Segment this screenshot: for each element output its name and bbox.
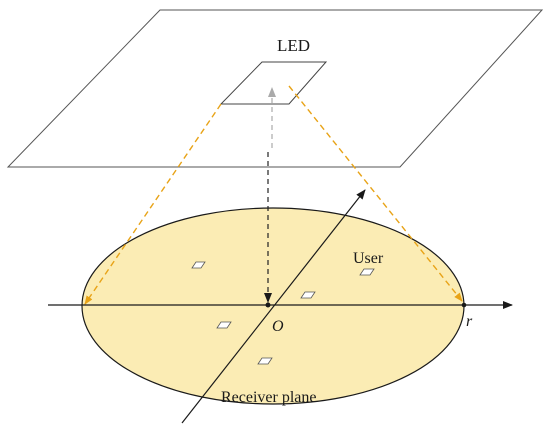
beam-left: [84, 103, 222, 305]
ceiling-plane: [6, 9, 544, 168]
receiver-plane: [81, 207, 465, 405]
user-receiver: [191, 261, 206, 269]
receiver-plane-label: Receiver plane: [221, 389, 317, 406]
user-receiver: [359, 268, 375, 276]
diagonal-axis: [181, 189, 366, 424]
led-label: LED: [277, 36, 310, 55]
user-label: User: [353, 250, 384, 267]
beam-right: [288, 85, 463, 302]
led-panel: [219, 61, 328, 105]
origin-label: O: [272, 318, 284, 335]
radius-point: [461, 302, 467, 308]
user-receiver: [257, 357, 273, 365]
origin-point: [265, 302, 271, 308]
user-receiver: [300, 291, 316, 299]
user-receiver: [216, 321, 232, 329]
radius-label: r: [466, 313, 473, 330]
